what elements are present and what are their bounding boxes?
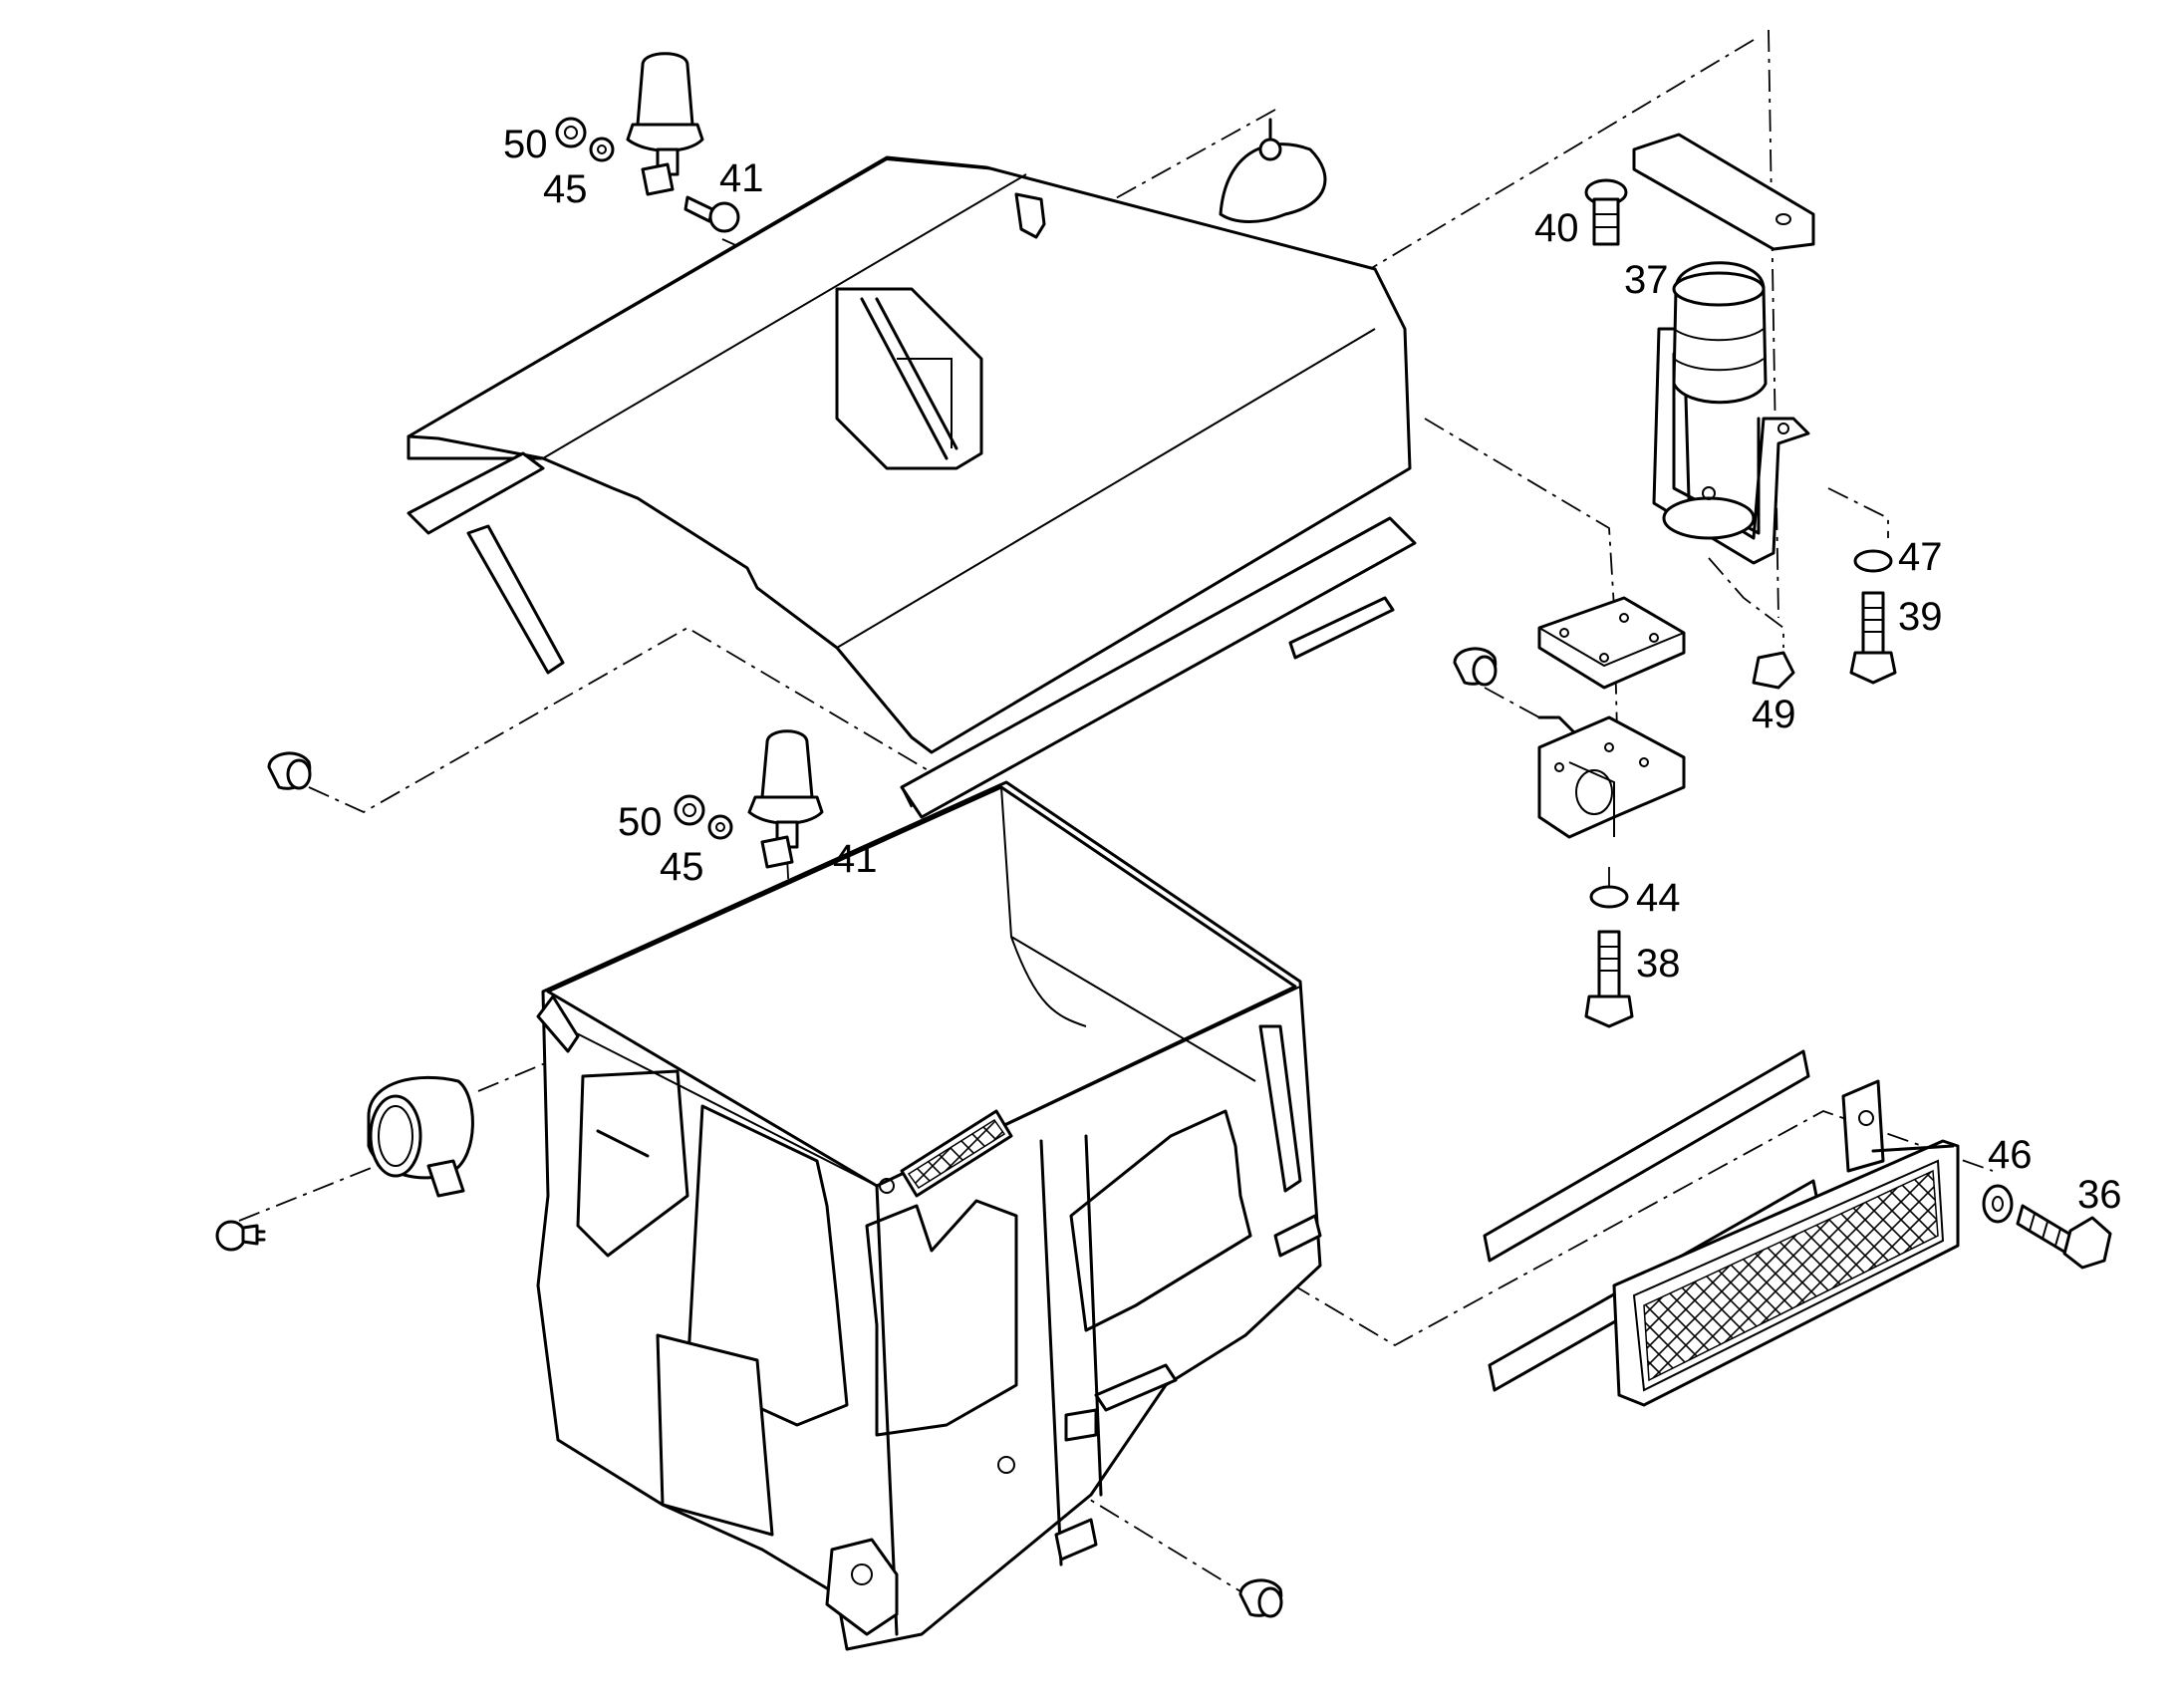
nut-icon (1752, 651, 1795, 690)
bolt-icon (1849, 591, 1897, 685)
part-callouts: 50 45 41 40 37 47 39 49 50 45 41 44 38 4… (503, 123, 2122, 1217)
grommet-icon (1238, 1578, 1283, 1618)
callout-45: 45 (660, 845, 704, 889)
beacon-lamp-upper (555, 52, 740, 233)
beacon-bracket (1584, 133, 1897, 690)
header-strips (407, 451, 1417, 819)
screw-icon (683, 195, 740, 233)
cab-frame (536, 780, 1322, 1651)
callout-37: 37 (1624, 258, 1669, 302)
bulb-icon (215, 1220, 266, 1252)
callout-44: 44 (1636, 876, 1681, 920)
washer-icon (1853, 549, 1893, 573)
mounting-block (1537, 596, 1686, 1028)
dome-lamp (1219, 118, 1327, 223)
nut-icon (674, 794, 705, 826)
callout-50: 50 (618, 800, 663, 844)
washer-icon (707, 814, 733, 840)
callout-47: 47 (1898, 535, 1943, 579)
callout-46: 46 (1988, 1133, 2033, 1177)
washer-icon (1982, 1184, 2014, 1224)
callout-38: 38 (1636, 942, 1681, 986)
callout-50: 50 (503, 123, 548, 166)
callout-39: 39 (1898, 595, 1943, 639)
air-vent-assembly (1483, 1049, 2112, 1407)
bolt-icon (1584, 930, 1634, 1028)
nut-icon (555, 117, 587, 148)
bolt-icon (2016, 1204, 2112, 1270)
washer-icon (1589, 885, 1629, 909)
callout-40: 40 (1534, 206, 1579, 250)
callout-45: 45 (543, 167, 588, 211)
callout-41: 41 (719, 156, 764, 200)
work-lamp (215, 1075, 474, 1252)
washer-icon (589, 137, 615, 162)
bolt-icon (1584, 178, 1628, 246)
callout-36: 36 (2077, 1173, 2122, 1217)
roof-cover (407, 155, 1412, 754)
grommet-icon (267, 751, 312, 790)
callout-41: 41 (833, 837, 878, 881)
callout-49: 49 (1752, 693, 1796, 736)
grommet-icon (1453, 647, 1498, 687)
